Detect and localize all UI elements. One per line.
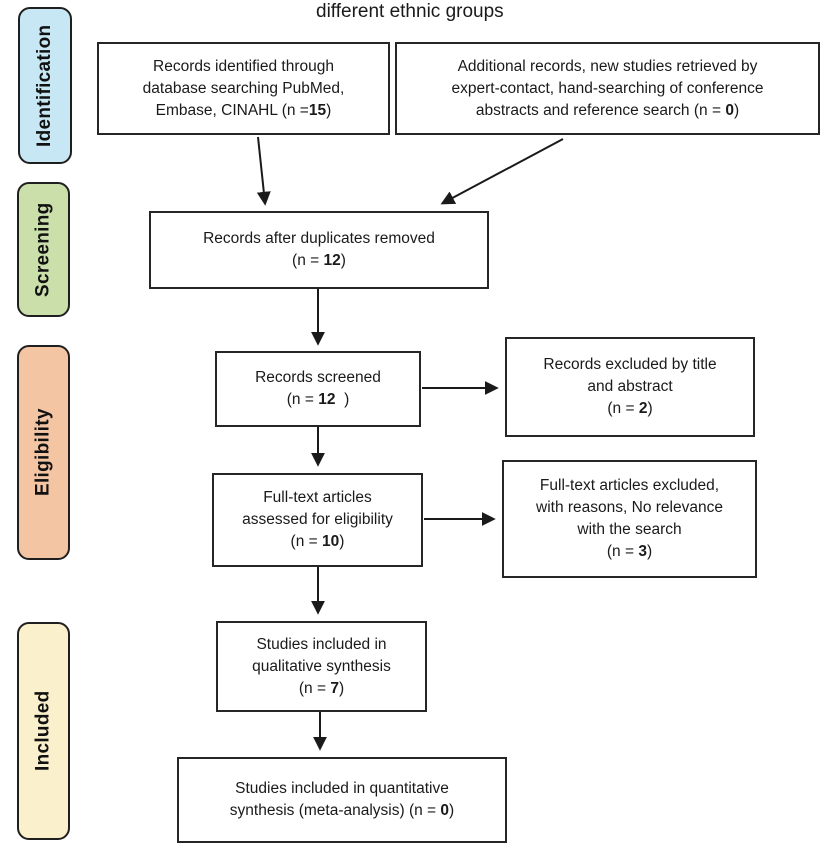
- box-fulltext-excluded: Full-text articles excluded, with reason…: [502, 460, 757, 578]
- box-additional-records-text: Additional records, new studies retrieve…: [451, 57, 764, 119]
- box-records-identified: Records identified through database sear…: [97, 42, 390, 135]
- box-records-screened: Records screened (n = 12 ): [215, 351, 421, 427]
- count-duplicates-removed: 12: [323, 252, 341, 269]
- count-additional: 0: [725, 101, 734, 119]
- box-records-excluded: Records excluded by title and abstract (…: [505, 337, 755, 437]
- box-fulltext-assessed-text: Full-text articles assessed for eligibil…: [242, 489, 393, 550]
- diagram-title: different ethnic groups: [316, 1, 504, 22]
- count-fulltext-excluded: 3: [638, 543, 647, 560]
- box-additional-records: Additional records, new studies retrieve…: [395, 42, 820, 135]
- stage-label-screening: Screening: [17, 182, 70, 317]
- stage-label-eligibility: Eligibility: [17, 345, 70, 560]
- box-fulltext-excluded-text: Full-text articles excluded, with reason…: [536, 477, 723, 560]
- box-duplicates-removed-text: Records after duplicates removed (n = 12…: [203, 230, 435, 269]
- box-duplicates-removed: Records after duplicates removed (n = 12…: [149, 211, 489, 289]
- box-records-screened-text: Records screened (n = 12 ): [255, 369, 381, 408]
- arrow-additional-to-duplicates: [440, 138, 564, 205]
- count-qualitative: 7: [330, 679, 339, 697]
- box-quantitative-synthesis-text: Studies included in quantitative synthes…: [229, 780, 455, 819]
- count-quantitative: 0: [440, 802, 450, 819]
- box-qualitative-synthesis-text: Studies included in qualitative synthesi…: [252, 635, 391, 697]
- box-records-excluded-text: Records excluded by title and abstract (…: [543, 356, 717, 417]
- count-excluded-title-abstract: 2: [638, 400, 648, 417]
- stage-label-identification: Identification: [18, 7, 72, 164]
- box-quantitative-synthesis: Studies included in quantitative synthes…: [177, 757, 507, 843]
- arrow-identified-to-duplicates: [256, 136, 271, 206]
- stage-label-included: Included: [17, 622, 70, 840]
- box-fulltext-assessed: Full-text articles assessed for eligibil…: [212, 473, 423, 567]
- count-fulltext-assessed: 10: [322, 533, 340, 550]
- box-qualitative-synthesis: Studies included in qualitative synthesi…: [216, 621, 427, 712]
- count-screened: 12: [318, 391, 336, 408]
- count-identified: 15: [308, 101, 327, 119]
- box-records-identified-text: Records identified through database sear…: [142, 57, 345, 119]
